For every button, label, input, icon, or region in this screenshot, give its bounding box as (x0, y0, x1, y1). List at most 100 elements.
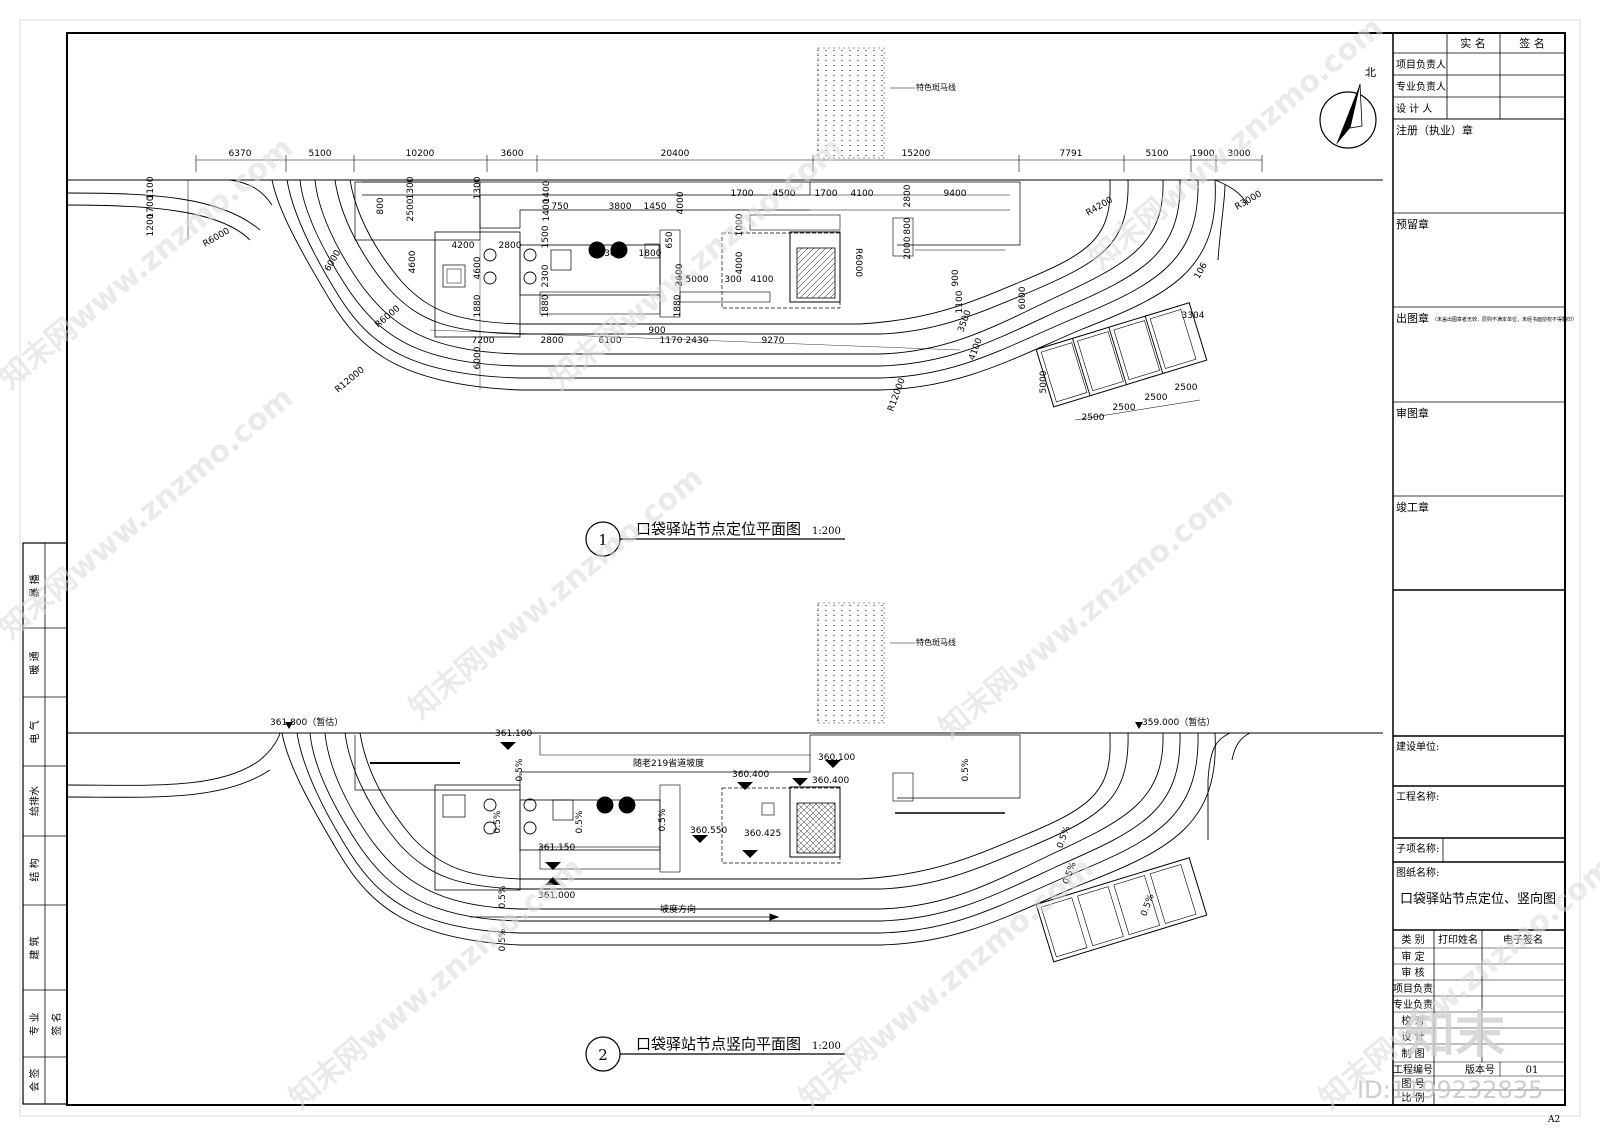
dim-left: 1700 (146, 195, 156, 218)
dim-left: 1100 (146, 176, 156, 199)
radius-label: R6000 (374, 304, 403, 331)
zebra-label: 特色斑马线 (916, 637, 956, 647)
dim-inner: 2500 (406, 198, 416, 221)
version-number: 01 (1526, 1065, 1539, 1076)
title-header: 实 名 (1460, 36, 1486, 50)
radius-label: R6000 (853, 248, 863, 277)
dim-top: 3600 (501, 149, 524, 159)
dim-inner: 2800 (903, 184, 913, 207)
dim-inner: 2800 (499, 241, 522, 251)
slope-value: 0.5% (961, 758, 971, 781)
dim-parking: 2500 (1082, 413, 1105, 423)
footer-label: 图 号 (1401, 1078, 1424, 1090)
plan-2-drawing (66, 602, 1383, 963)
sign-header: 电子签名 (1503, 933, 1543, 946)
dim-parking: 2500 (1113, 403, 1136, 413)
slope-value: 0.5% (515, 758, 525, 781)
stamp-label: 注册（执业）章 (1396, 123, 1473, 137)
plan-2-title: 口袋驿站节点竖向平面图 (636, 1035, 801, 1053)
dim-inner: 4000 (735, 251, 745, 274)
subitem-label: 子项名称: (1396, 842, 1439, 855)
dim-inner: 650 (665, 231, 675, 248)
watermark-text: 知末网www.znzmo.com (403, 460, 710, 726)
plan-1-scale: 1:200 (812, 526, 841, 537)
dim-left: 4600 (408, 250, 418, 273)
role-label: 设 计 人 (1396, 102, 1432, 115)
slope-value: 0.5% (575, 810, 585, 833)
dim-left: 1880 (673, 294, 683, 317)
zebra-label: 特色斑马线 (916, 82, 956, 92)
dim-inner: 1450 (644, 202, 667, 212)
sidebar-label: 专 业 (28, 1012, 41, 1035)
sign-row: 审 核 (1401, 966, 1424, 979)
dim-inner: 1300 (406, 176, 416, 199)
dim-top: 10200 (406, 149, 435, 159)
plan-2-scale: 1:200 (812, 1041, 841, 1052)
dim-inner: 1400 (542, 180, 552, 203)
elevation-label: 360.425 (744, 829, 781, 839)
road-slope-label: 随老219省道坡度 (633, 757, 704, 769)
watermark-layer: 知末网www.znzmo.com 知末网www.znzmo.com 知末网www… (0, 10, 1600, 1116)
slope-value: 0.5% (1056, 824, 1073, 849)
dim-left: 1200 (146, 213, 156, 236)
dim-inner: 800 (903, 217, 913, 234)
dim-inner: 1400 (542, 198, 552, 221)
dim-bottom: 7200 (472, 336, 495, 346)
dim-parking: 2500 (1175, 383, 1198, 393)
watermark-id: ID:1199232835 (1357, 1076, 1543, 1104)
dim-inner: 1100 (955, 290, 965, 313)
slope-value: 0.5% (493, 810, 503, 833)
elevation-label: 361.000 (538, 891, 575, 901)
dim-inner: 4100 (851, 189, 874, 199)
dim-top: 1900 (1192, 149, 1215, 159)
stamp-label: 出图章 (1396, 311, 1429, 325)
dim-top: 5100 (1146, 149, 1169, 159)
stamp-label: 审图章 (1396, 406, 1429, 420)
watermark-text: 知末网www.znzmo.com (793, 850, 1100, 1116)
dim-top: 5100 (309, 149, 332, 159)
dim-inner: 300 (724, 275, 741, 285)
dim-top: 15200 (902, 149, 931, 159)
elevation-label: 360.550 (690, 826, 727, 836)
drawing-label: 图纸名称: (1396, 866, 1439, 879)
elevation-label: 361.800（暂估） (270, 716, 343, 728)
watermark-text: 知末网www.znzmo.com (933, 480, 1240, 746)
sign-row: 项目负责 (1393, 982, 1433, 995)
sidebar-label: 暴 播 (28, 574, 41, 597)
footer-label: 版本号 (1465, 1063, 1495, 1076)
title-block: 实 名 签 名 项目负责人 专业负责人 设 计 人 注册（执业）章 预留章 出图… (1392, 32, 1577, 1106)
sign-row: 制 图 (1401, 1047, 1424, 1060)
dim-inner: 4500 (773, 189, 796, 199)
watermark-text: 知末网www.znzmo.com (1083, 10, 1390, 276)
slope-value: 0.5% (498, 885, 508, 908)
dim-top: 3000 (1228, 149, 1251, 159)
slope-value: 0.5% (498, 928, 508, 951)
plan-1-title: 口袋驿站节点定位平面图 (636, 520, 801, 538)
sign-header: 类 别 (1401, 933, 1424, 946)
client-label: 建设单位: (1396, 740, 1439, 753)
dim-inner: 1800 (639, 249, 662, 259)
sheet-margin-frame (19, 19, 1581, 1117)
dim-inner: 1000 (735, 213, 745, 236)
dim-inner: 4200 (452, 241, 475, 251)
elevation-label: 359.000（暂估） (1142, 716, 1215, 728)
sidebar-label: 电 气 (28, 720, 41, 743)
dim-inner: 9400 (944, 189, 967, 199)
dim-inner: 3800 (609, 202, 632, 212)
dim-left: 1880 (473, 294, 483, 317)
dim-inner: 750 (551, 202, 568, 212)
radius-label: R12000 (886, 377, 907, 413)
sign-row: 设 计 (1401, 1030, 1424, 1043)
radius-label: R4200 (1085, 195, 1115, 218)
dim-inner: 1500 (541, 225, 551, 248)
dim-inner: 4000 (676, 191, 686, 214)
dim-bottom: 6100 (599, 336, 622, 346)
sidebar-label: 建 筑 (28, 936, 41, 959)
dim-bottom: 9270 (762, 336, 785, 346)
north-label: 北 (1365, 66, 1376, 79)
footer-label: 比 例 (1401, 1091, 1424, 1104)
dim-left: 2300 (541, 264, 551, 287)
watermark-logo: 知末 (1405, 1006, 1505, 1064)
role-label: 专业负责人 (1396, 80, 1446, 93)
